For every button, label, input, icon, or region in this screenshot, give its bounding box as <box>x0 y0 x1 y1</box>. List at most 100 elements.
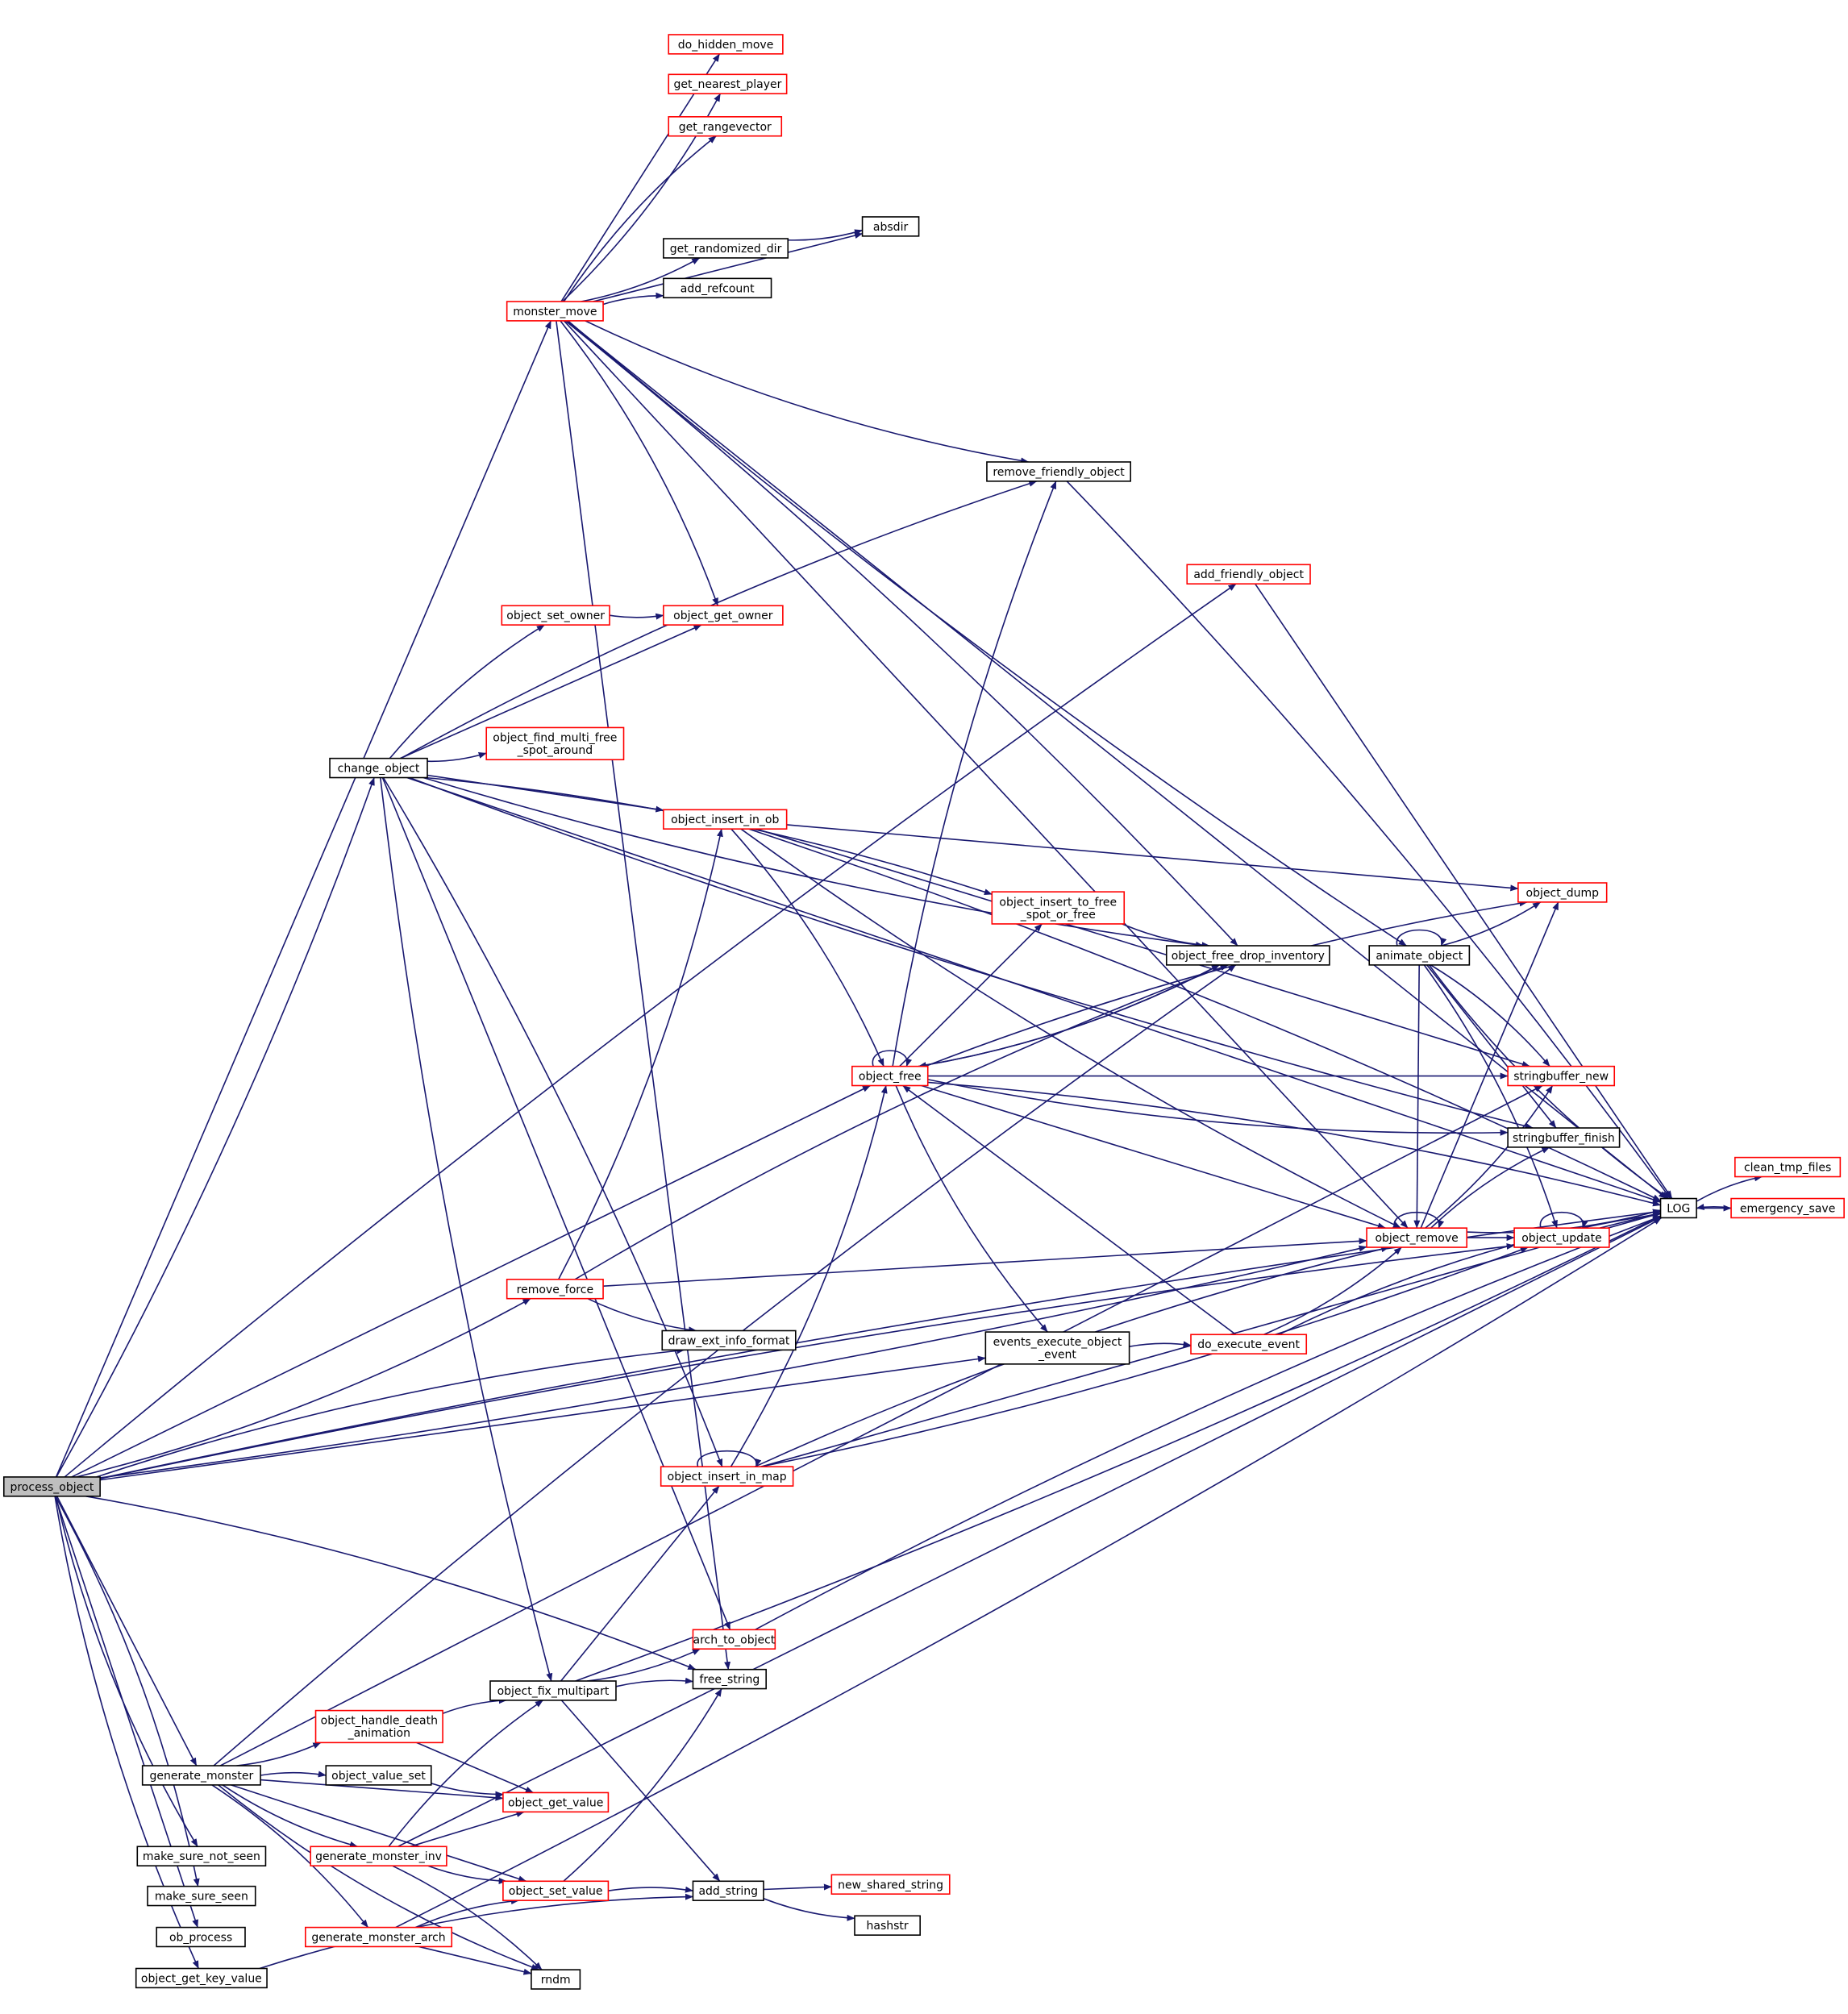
edge-object-insert-in-map-to-object-insert-in-map <box>697 1450 762 1467</box>
node-label: object_insert_in_map <box>668 1471 787 1483</box>
node-box <box>501 605 610 626</box>
edge-animate-object-to-stringbuffer-new <box>1430 964 1550 1067</box>
node-label: _animation <box>348 1727 410 1740</box>
node-object-free[interactable]: object_free <box>851 1065 929 1087</box>
node-add-refcount[interactable]: add_refcount <box>663 277 772 299</box>
node-ob-process[interactable]: ob_process <box>156 1926 246 1948</box>
edge-monster-move-to-get-rangevector <box>563 135 717 302</box>
node-object-value-set[interactable]: object_value_set <box>325 1765 432 1786</box>
node-process-object[interactable]: process_object <box>2 1476 101 1497</box>
node-box <box>668 116 783 137</box>
node-monster-move[interactable]: monster_move <box>506 301 604 322</box>
node-label: _spot_or_free <box>1020 909 1096 922</box>
node-arch-to-object[interactable]: arch_to_object <box>692 1629 776 1650</box>
node-label: make_sure_not_seen <box>143 1850 260 1863</box>
node-object-set-value[interactable]: object_set_value <box>502 1880 610 1901</box>
edge-change-object-to-object-insert-to-free-spot-or-free <box>425 776 993 896</box>
node-label: object_dump <box>1526 887 1600 900</box>
node-label: object_handle_death <box>321 1715 438 1728</box>
node-get-rangevector[interactable]: get_rangevector <box>668 116 783 137</box>
node-generate-monster[interactable]: generate_monster <box>141 1765 261 1786</box>
edge-object-fix-multipart-to-arch-to-object <box>586 1648 701 1682</box>
node-make-sure-not-seen[interactable]: make_sure_not_seen <box>136 1845 267 1866</box>
node-label: arch_to_object <box>693 1633 775 1646</box>
node-make-sure-seen[interactable]: make_sure_seen <box>147 1885 256 1907</box>
edge-monster-move-to-object-remove <box>563 320 1409 1229</box>
edge-process-object-to-events-execute-object-event <box>100 1355 986 1481</box>
node-object-find-multi-free-spot-around[interactable]: object_find_multi_free_spot_around <box>485 726 625 761</box>
node-get-nearest-player[interactable]: get_nearest_player <box>668 73 788 94</box>
node-object-fix-multipart[interactable]: object_fix_multipart <box>489 1680 617 1701</box>
edge-events-execute-object-event-to-do-execute-event <box>1129 1341 1192 1348</box>
node-object-get-owner[interactable]: object_get_owner <box>663 605 784 626</box>
node-stringbuffer-finish[interactable]: stringbuffer_finish <box>1507 1127 1621 1148</box>
edge-monster-move-to-add-refcount <box>602 292 664 306</box>
node-animate-object[interactable]: animate_object <box>1368 945 1471 966</box>
edge-remove-friendly-object-to-LOG <box>1066 481 1671 1200</box>
node-remove-friendly-object[interactable]: remove_friendly_object <box>986 461 1131 482</box>
node-label: process_object <box>10 1481 94 1494</box>
edge-generate-monster-to-object-set-value <box>231 1784 527 1883</box>
node-object-get-key-value[interactable]: object_get_key_value <box>135 1967 268 1989</box>
edge-process-object-to-object-remove <box>100 1245 1367 1479</box>
node-label: object_find_multi_free <box>493 732 617 745</box>
edge-monster-move-to-LOG <box>566 320 1667 1200</box>
node-label: generate_monster_arch <box>311 1932 445 1945</box>
node-absdir[interactable]: absdir <box>861 216 920 237</box>
node-box <box>485 726 625 761</box>
node-rndm[interactable]: rndm <box>531 1969 581 1990</box>
edge-change-object-to-stringbuffer-finish <box>409 776 1534 1130</box>
edge-animate-object-to-stringbuffer-finish <box>1426 964 1557 1129</box>
node-object-update[interactable]: object_update <box>1513 1227 1610 1248</box>
node-box <box>986 461 1131 482</box>
node-stringbuffer-new[interactable]: stringbuffer_new <box>1507 1065 1616 1087</box>
node-events-execute-object-event[interactable]: events_execute_object_event <box>984 1331 1130 1365</box>
node-box <box>1366 1227 1467 1248</box>
node-do-hidden-move[interactable]: do_hidden_move <box>668 34 784 55</box>
node-object-insert-in-map[interactable]: object_insert_in_map <box>660 1466 794 1487</box>
node-object-insert-to-free-spot-or-free[interactable]: object_insert_to_free_spot_or_free <box>991 891 1126 925</box>
edge-object-free-to-LOG <box>927 1081 1662 1207</box>
node-object-set-owner[interactable]: object_set_owner <box>501 605 610 626</box>
node-object-get-value[interactable]: object_get_value <box>502 1791 610 1813</box>
edge-generate-monster-to-rndm <box>218 1784 539 1970</box>
edge-object-handle-death-animation-to-object-fix-multipart <box>442 1697 507 1714</box>
node-add-string[interactable]: add_string <box>692 1880 764 1901</box>
node-new-shared-string[interactable]: new_shared_string <box>830 1874 951 1895</box>
node-layer: process_object monster_move do_hidden_move… <box>2 34 1845 1990</box>
node-remove-force[interactable]: remove_force <box>506 1279 604 1300</box>
edge-process-object-to-generate-monster <box>56 1496 198 1766</box>
node-change-object[interactable]: change_object <box>329 757 428 779</box>
node-emergency-save[interactable]: emergency_save <box>1730 1197 1845 1219</box>
edge-object-set-value-to-free-string <box>563 1688 722 1882</box>
edge-change-object-to-LOG <box>406 776 1662 1203</box>
node-hashstr[interactable]: hashstr <box>854 1915 921 1936</box>
node-generate-monster-arch[interactable]: generate_monster_arch <box>305 1926 453 1948</box>
node-object-insert-in-ob[interactable]: object_insert_in_ob <box>663 809 788 830</box>
edge-monster-move-to-animate-object <box>567 320 1407 947</box>
node-LOG[interactable]: LOG <box>1659 1197 1697 1219</box>
node-add-friendly-object[interactable]: add_friendly_object <box>1186 564 1311 585</box>
node-box <box>1190 1334 1308 1354</box>
node-label: remove_friendly_object <box>993 466 1125 479</box>
node-label: add_string <box>698 1885 758 1898</box>
node-object-handle-death-animation[interactable]: object_handle_death_animation <box>314 1709 443 1744</box>
node-draw-ext-info-format[interactable]: draw_ext_info_format <box>661 1329 797 1351</box>
node-object-remove[interactable]: object_remove <box>1366 1227 1467 1248</box>
node-object-free-drop-inventory[interactable]: object_free_drop_inventory <box>1165 945 1330 966</box>
edge-process-object-to-object-update <box>99 1242 1515 1479</box>
edge-generate-monster-to-object-get-value <box>260 1779 504 1801</box>
edge-object-value-set-to-object-get-value <box>431 1783 504 1798</box>
node-box <box>1165 945 1330 966</box>
node-clean-tmp-files[interactable]: clean_tmp_files <box>1734 1156 1842 1178</box>
edge-process-object-to-LOG <box>99 1209 1662 1479</box>
node-box <box>991 891 1126 925</box>
node-object-dump[interactable]: object_dump <box>1517 882 1608 903</box>
node-get-randomized-dir[interactable]: get_randomized_dir <box>663 238 789 259</box>
node-label: object_fix_multipart <box>497 1685 610 1698</box>
node-label: events_execute_object <box>993 1336 1122 1349</box>
node-free-string[interactable]: free_string <box>692 1668 767 1690</box>
node-do-execute-event[interactable]: do_execute_event <box>1190 1334 1308 1354</box>
node-generate-monster-inv[interactable]: generate_monster_inv <box>310 1845 447 1866</box>
edge-object-set-value-to-add-string <box>608 1886 693 1893</box>
